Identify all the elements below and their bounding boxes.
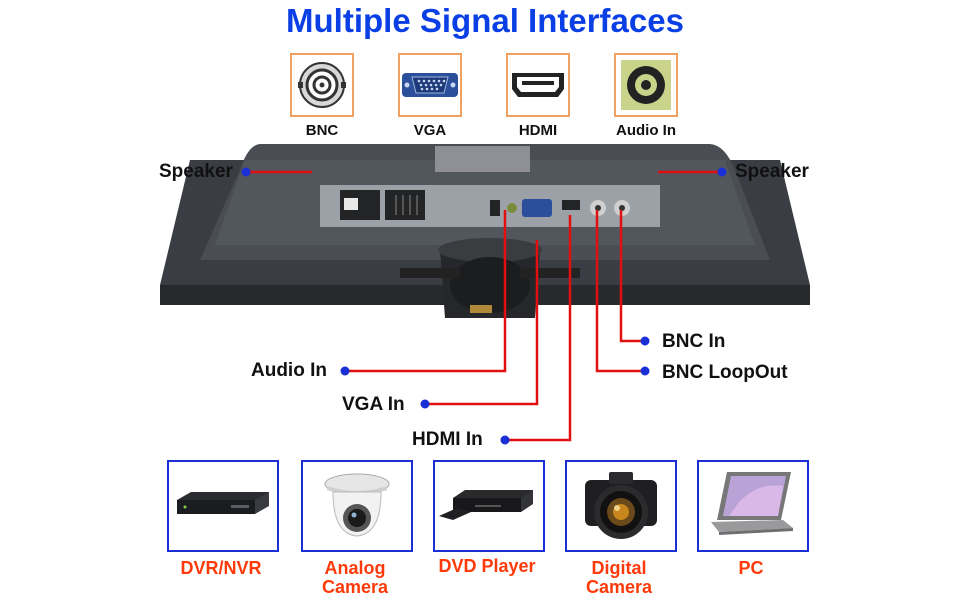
speaker-left-label: Speaker xyxy=(159,161,233,182)
hdmi-connector-icon xyxy=(506,53,570,117)
audio-in-label: Audio In xyxy=(616,122,676,139)
bnc-in-label: BNC In xyxy=(662,331,726,352)
speaker-right-label: Speaker xyxy=(735,161,809,182)
bnc-label: BNC xyxy=(305,122,339,139)
audio-jack-icon xyxy=(614,53,678,117)
bnc-loopout-label: BNC LoopOut xyxy=(662,362,788,383)
laptop-icon xyxy=(697,460,809,552)
pc-label: PC xyxy=(738,558,764,578)
dvd-player-label: DVD Player xyxy=(438,556,536,576)
digital-camera-icon xyxy=(565,460,677,552)
dvd-player-icon xyxy=(433,460,545,552)
dome-camera-icon xyxy=(301,460,413,552)
page-title: Multiple Signal Interfaces xyxy=(286,2,684,39)
bnc-connector-icon xyxy=(290,53,354,117)
audio-in-callout-label: Audio In xyxy=(251,360,327,381)
dvr-recorder-icon xyxy=(167,460,279,552)
vga-connector-icon xyxy=(398,53,462,117)
dvr-nvr-label: DVR/NVR xyxy=(180,558,262,578)
vga-label: VGA xyxy=(413,122,447,139)
hdmi-in-label: HDMI In xyxy=(412,429,483,450)
monitor-back-image xyxy=(160,144,810,318)
analog-camera-label: Analog Camera xyxy=(321,558,389,597)
vga-in-label: VGA In xyxy=(342,394,405,415)
digital-camera-label: Digital Camera xyxy=(585,558,653,597)
hdmi-label: HDMI xyxy=(518,122,558,139)
